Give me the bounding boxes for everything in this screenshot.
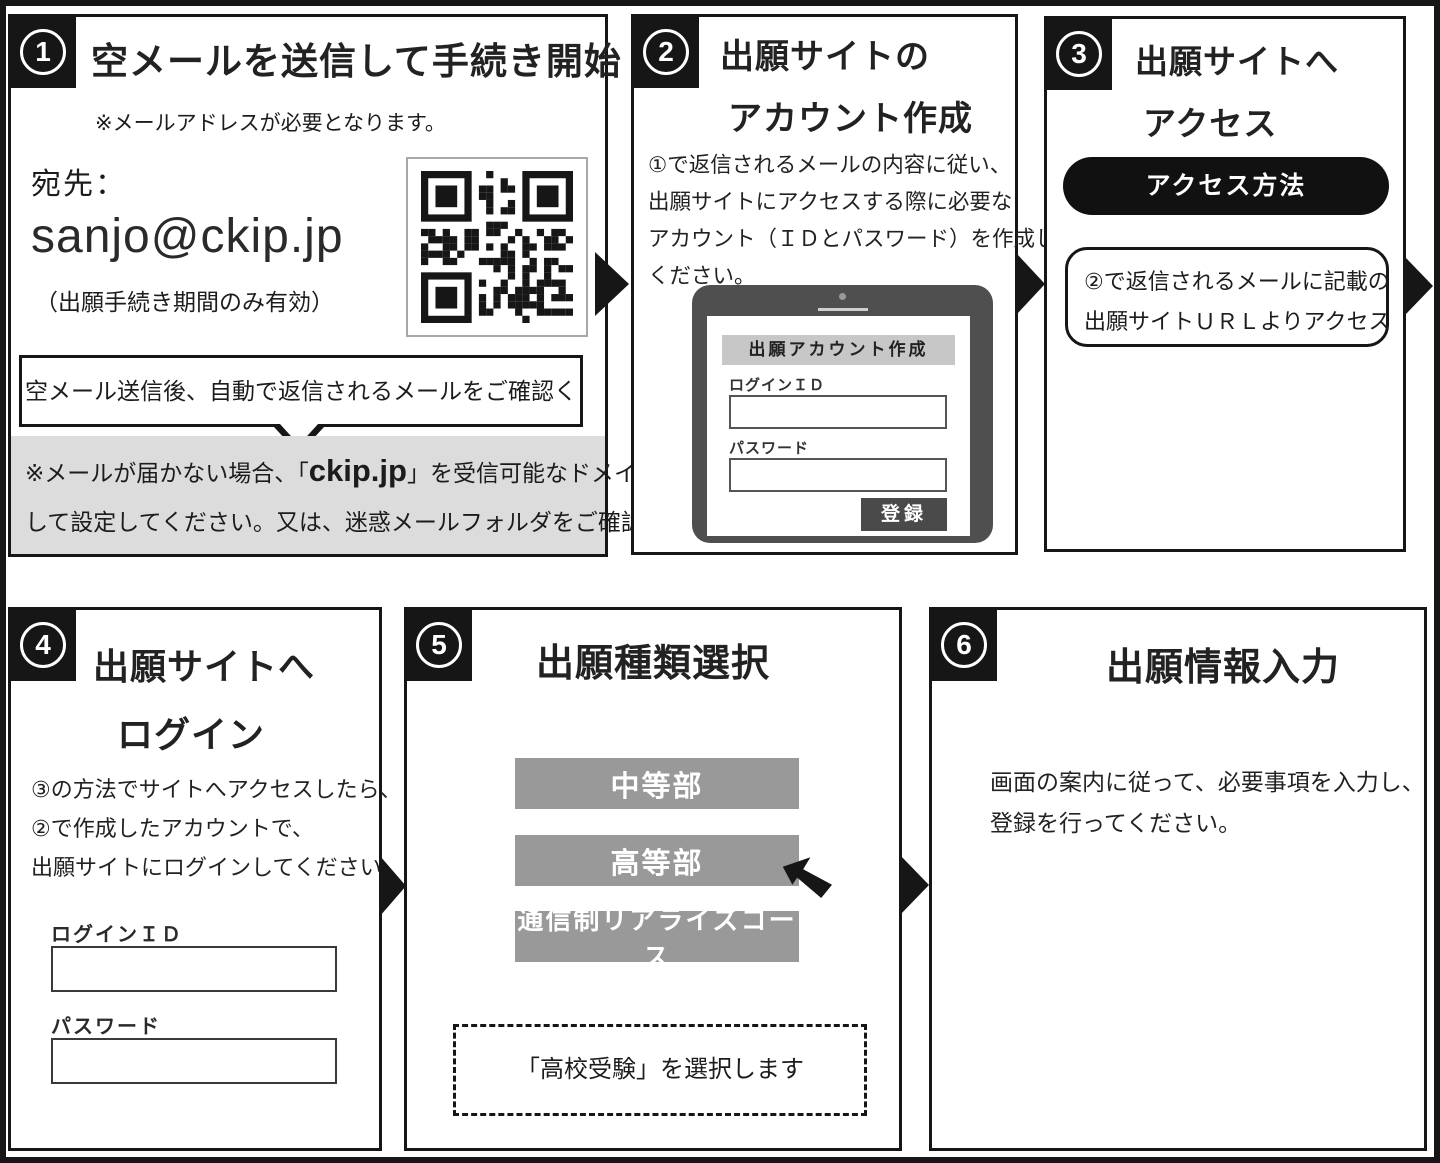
step-6-title: 出願情報入力 — [1105, 647, 1340, 689]
phone-screen: 出願アカウント作成 ログインＩＤ パスワード 登録 — [707, 316, 970, 536]
step-1-badge: 1 — [10, 16, 76, 88]
password-label: パスワード — [51, 1016, 161, 1038]
junior-high-button[interactable]: 中等部 — [515, 758, 799, 809]
step-4-title-line1: 出願サイトへ — [93, 646, 316, 687]
mail-warning-note: ※メールが届かない場合、「ckip.jp」を受信可能なドメインと して設定してく… — [11, 436, 759, 554]
qr-code — [406, 157, 588, 337]
qr-code-svg — [421, 171, 573, 323]
step-5-panel: 5 出願種類選択 中等部 高等部 通信制リアライズコース 「高校受験」を選択しま… — [404, 607, 902, 1151]
flow-arrow-1-2 — [595, 252, 629, 316]
email-validity-note: （出願手続き期間のみ有効） — [35, 289, 334, 315]
warning-line2: して設定してください。又は、迷惑メールフォルダをご確認ください。 — [25, 509, 759, 535]
warning-prefix: ※メールが届かない場合、「 — [25, 460, 309, 486]
selection-hint-box: 「高校受験」を選択します — [453, 1024, 867, 1116]
recipient-email: sanjo@ckip.jp — [31, 210, 344, 263]
mock-password-label: パスワード — [729, 440, 810, 457]
step-3-panel: 3 出願サイトへ アクセス アクセス方法 ②で返信されるメールに記載の 出願サイ… — [1044, 16, 1406, 552]
login-id-input[interactable] — [51, 946, 337, 992]
login-id-label: ログインＩＤ — [51, 924, 183, 946]
step-6-badge: 6 — [931, 609, 997, 681]
step-2-badge: 2 — [633, 16, 699, 88]
senior-high-button[interactable]: 高等部 — [515, 835, 799, 886]
access-url-line2: 出願サイトＵＲＬよりアクセス — [1084, 309, 1391, 334]
step-4-body: ③の方法でサイトへアクセスしたら、 ②で作成したアカウントで、 出願サイトにログ… — [31, 777, 404, 880]
mock-login-id-label: ログインＩＤ — [729, 377, 826, 394]
mock-password-input[interactable] — [729, 458, 947, 492]
confirm-mail-callout: 空メール送信後、自動で返信されるメールをご確認ください — [19, 355, 583, 470]
step-4-number: 4 — [20, 622, 66, 668]
correspondence-course-button[interactable]: 通信制リアライズコース — [515, 905, 799, 972]
access-method-button[interactable]: アクセス方法 — [1063, 157, 1389, 215]
step-3-number: 3 — [1056, 31, 1102, 77]
account-create-banner: 出願アカウント作成 — [722, 335, 955, 365]
step-5-number: 5 — [416, 622, 462, 668]
warning-domain: ckip.jp — [308, 453, 407, 488]
step-2-title-line2: アカウント作成 — [728, 100, 973, 138]
phone-speaker-icon — [817, 308, 868, 311]
selection-hint-text: 「高校受験」を選択します — [516, 1056, 804, 1083]
step-1-note: ※メールアドレスが必要となります。 — [95, 112, 446, 135]
flow-arrow-3-next — [1406, 258, 1433, 314]
step-1-panel: 1 空メールを送信して手続き開始 ※メールアドレスが必要となります。 宛先： s… — [8, 14, 759, 557]
step-1-number: 1 — [20, 29, 66, 75]
step-3-badge: 3 — [1046, 18, 1112, 90]
password-input[interactable] — [51, 1038, 337, 1084]
recipient-label: 宛先： — [31, 168, 127, 201]
step-6-body: 画面の案内に従って、必要事項を入力し、 登録を行ってください。 — [990, 769, 1425, 836]
step-5-title: 出願種類選択 — [535, 643, 770, 685]
step-2-title-line1: 出願サイトの — [720, 38, 930, 76]
step-5-badge: 5 — [406, 609, 472, 681]
access-url-line1: ②で返信されるメールに記載の — [1084, 269, 1390, 294]
flow-arrow-5-6 — [899, 854, 929, 916]
step-6-panel: 6 出願情報入力 画面の案内に従って、必要事項を入力し、 登録を行ってください。 — [929, 607, 1427, 1151]
phone-camera-icon — [838, 293, 846, 300]
step-4-title-line2: ログイン — [117, 714, 266, 755]
step-1-title: 空メールを送信して手続き開始 — [91, 41, 622, 82]
step-6-number: 6 — [941, 622, 987, 668]
register-button[interactable]: 登録 — [861, 498, 947, 531]
step-2-number: 2 — [643, 29, 689, 75]
step-3-title-line2: アクセス — [1143, 105, 1278, 142]
step-2-body: ①で返信されるメールの内容に従い、 出願サイトにアクセスする際に必要な アカウン… — [648, 153, 1078, 288]
access-url-box: ②で返信されるメールに記載の 出願サイトＵＲＬよりアクセス — [1065, 247, 1391, 347]
phone-mockup: 出願アカウント作成 ログインＩＤ パスワード 登録 — [692, 285, 993, 543]
cursor-icon — [782, 857, 832, 898]
step-2-panel: 2 出願サイトの アカウント作成 ①で返信されるメールの内容に従い、 出願サイト… — [631, 14, 1077, 555]
mock-login-id-input[interactable] — [729, 395, 947, 429]
step-4-panel: 4 出願サイトへ ログイン ③の方法でサイトへアクセスしたら、 ②で作成したアカ… — [8, 607, 404, 1151]
step-4-badge: 4 — [10, 609, 76, 681]
step-3-title-line1: 出願サイトへ — [1135, 43, 1339, 80]
